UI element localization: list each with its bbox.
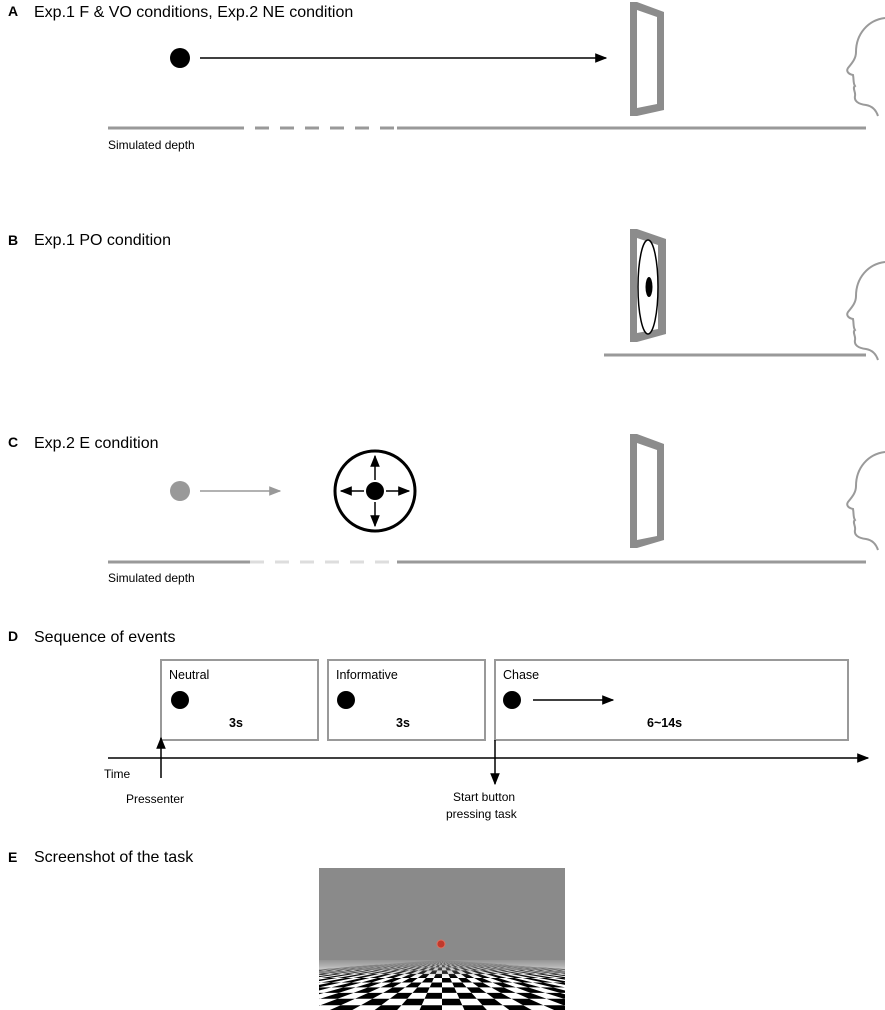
stage-informative: Informative 3s: [327, 659, 486, 741]
start-label-line2: pressing task: [446, 807, 518, 821]
panel-a-letter: A: [8, 3, 18, 19]
panel-d-letter: D: [8, 628, 18, 644]
stage-neutral: Neutral 3s: [160, 659, 319, 741]
task-screenshot: [319, 868, 565, 1010]
panel-c-letter: C: [8, 434, 18, 450]
target-ball-icon: [436, 939, 446, 949]
face-profile-icon: [846, 261, 885, 361]
face-profile-icon: [846, 451, 885, 551]
ball-icon: [645, 277, 653, 297]
panel-b: B Exp.1 PO condition: [8, 229, 885, 361]
portal-frame-icon: [630, 229, 666, 342]
stage-duration: 6~14s: [647, 716, 682, 730]
portal-frame-icon: [630, 2, 664, 116]
portal-frame-icon: [630, 434, 664, 548]
panel-e: E Screenshot of the task: [8, 849, 565, 1010]
stage-name: Informative: [336, 668, 398, 682]
panel-c-title: Exp.2 E condition: [34, 435, 159, 452]
stage-chase: Chase 6~14s: [494, 659, 849, 741]
panel-b-title: Exp.1 PO condition: [34, 232, 171, 249]
ball-icon: [171, 691, 189, 709]
ball-icon: [170, 48, 190, 68]
face-profile-icon: [846, 17, 885, 117]
depth-label: Simulated depth: [108, 138, 195, 152]
ball-icon: [503, 691, 521, 709]
panel-a-title: Exp.1 F & VO conditions, Exp.2 NE condit…: [34, 4, 353, 21]
time-label: Time: [104, 767, 131, 781]
spread-ring-icon: [333, 449, 417, 533]
panel-d-title: Sequence of events: [34, 629, 175, 646]
stage-duration: 3s: [396, 716, 410, 730]
stage-name: Chase: [503, 668, 539, 682]
panel-a: A Exp.1 F & VO conditions, Exp.2 NE cond…: [8, 2, 885, 152]
panel-b-letter: B: [8, 232, 18, 248]
panel-d: D Sequence of events Neutral 3s Informat…: [8, 628, 870, 821]
stage-duration: 3s: [229, 716, 243, 730]
panel-c: C Exp.2 E condition Simulated depth: [8, 434, 885, 585]
ball-icon: [337, 691, 355, 709]
press-enter-label: Pressenter: [126, 792, 184, 806]
panel-e-letter: E: [8, 849, 17, 865]
stage-name: Neutral: [169, 668, 209, 682]
depth-label: Simulated depth: [108, 571, 195, 585]
start-label-line1: Start button: [453, 790, 515, 804]
ball-icon: [170, 481, 190, 501]
panel-e-title: Screenshot of the task: [34, 849, 194, 866]
